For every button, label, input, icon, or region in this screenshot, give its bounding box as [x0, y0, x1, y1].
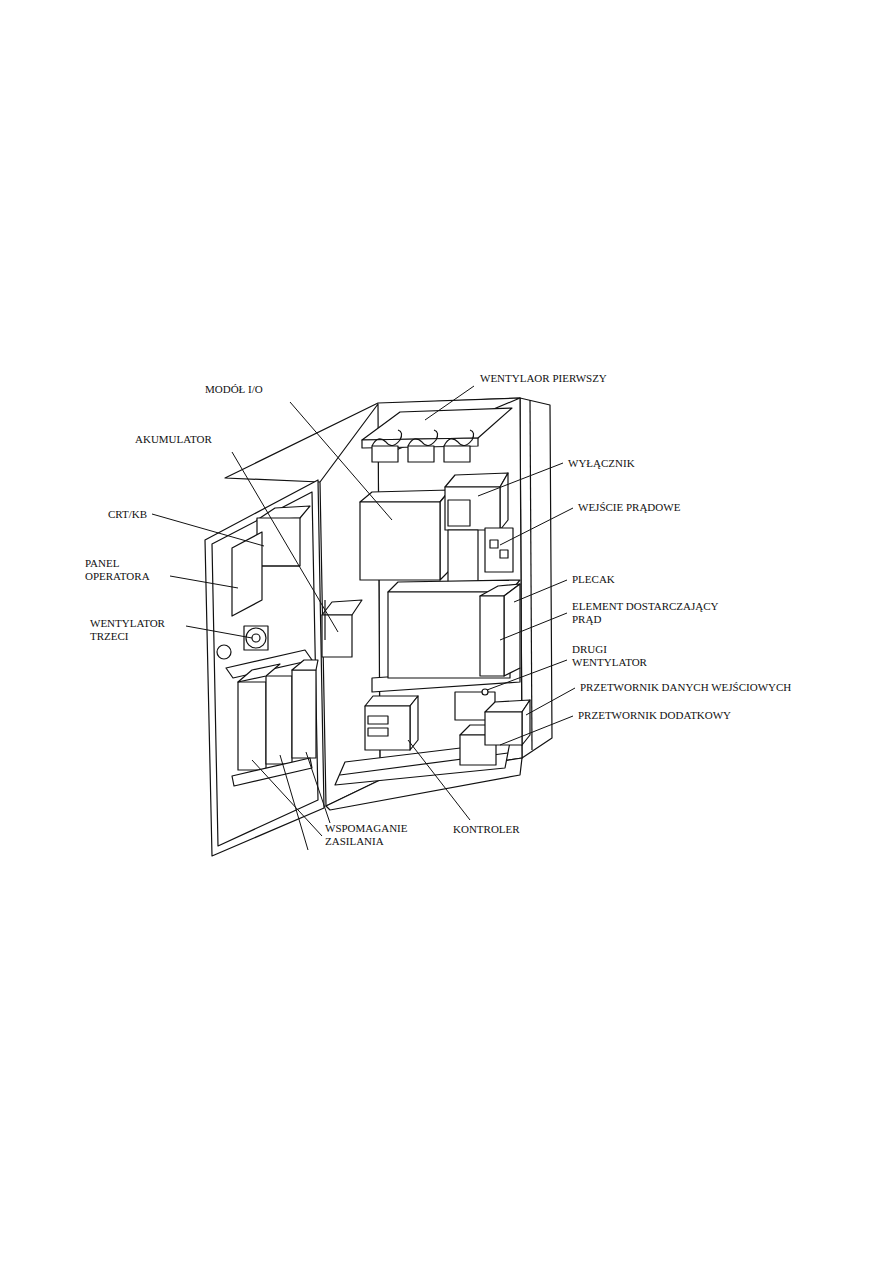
cabinet-door	[238, 664, 280, 682]
internal-components	[388, 592, 510, 678]
fan-one	[372, 430, 402, 446]
internal-components	[368, 728, 388, 736]
internal-components	[490, 540, 498, 548]
internal-components	[500, 550, 508, 558]
part-label: WENTYLAOR PIERWSZY	[480, 372, 607, 385]
cabinet-door	[266, 676, 292, 764]
part-label: PLECAK	[572, 573, 615, 586]
cabinet-door	[238, 682, 266, 770]
internal-components	[365, 706, 410, 750]
internal-components	[445, 473, 508, 487]
fan-one	[408, 446, 434, 462]
cabinet-door	[322, 600, 362, 615]
part-label: PANEL OPERATORA	[85, 557, 167, 583]
part-label: ELEMENT DOSTARCZAJĄCY PRĄD	[572, 600, 742, 626]
cabinet-door	[252, 634, 260, 642]
part-label: WSPOMAGANIE ZASILANIA	[325, 822, 435, 848]
cabinet-door	[205, 480, 324, 856]
fan-one	[362, 408, 512, 462]
leader-lines	[306, 752, 330, 823]
cabinet-door	[324, 600, 325, 640]
leader-lines	[152, 514, 264, 546]
leader-lines	[514, 580, 567, 602]
leader-lines	[252, 760, 322, 836]
cabinet-door	[246, 628, 266, 648]
internal-components	[360, 473, 530, 765]
internal-components	[485, 712, 522, 745]
fan-one	[372, 446, 398, 462]
part-label: PRZETWORNIK DANYCH WEJŚCIOWYCH	[580, 681, 791, 694]
part-label: DRUGI WENTYLATOR	[572, 643, 672, 669]
part-label: MODÓŁ I/O	[205, 383, 263, 396]
part-label: KONTROLER	[453, 823, 520, 836]
cabinet-door	[262, 565, 300, 566]
part-label: WYŁĄCZNIK	[568, 457, 635, 470]
part-label: PRZETWORNIK DODATKOWY	[578, 709, 731, 722]
part-label: AKUMULATOR	[135, 433, 212, 446]
cabinet-door	[292, 660, 318, 670]
leader-lines	[425, 386, 474, 420]
fan-one	[408, 430, 438, 446]
cabinet-door	[292, 670, 316, 758]
internal-components	[448, 500, 470, 526]
leader-lines	[487, 660, 567, 690]
cabinet-door	[205, 480, 362, 856]
cabinet-body	[530, 400, 532, 750]
leader-lines	[500, 716, 573, 745]
leader-lines	[500, 613, 567, 640]
internal-components	[485, 528, 513, 572]
leader-lines	[186, 626, 252, 638]
cabinet-door	[257, 518, 300, 566]
leader-lines	[152, 386, 575, 850]
internal-components	[410, 696, 418, 750]
internal-components	[504, 584, 520, 676]
part-label: CRT/KB	[108, 508, 147, 521]
leader-lines	[170, 576, 238, 588]
internal-components	[360, 502, 440, 580]
leader-lines	[408, 740, 470, 820]
leader-lines	[500, 508, 573, 545]
internal-components	[500, 473, 508, 530]
cabinet-door	[322, 615, 352, 657]
leader-lines	[280, 755, 308, 850]
leader-lines	[526, 688, 575, 715]
leader-lines	[290, 402, 392, 520]
internal-components	[360, 490, 450, 502]
cabinet-door	[217, 645, 231, 659]
internal-components	[445, 487, 500, 530]
internal-components	[448, 530, 478, 585]
fan-one	[444, 446, 470, 462]
fan-one	[444, 430, 474, 446]
internal-components	[522, 700, 530, 745]
leader-lines	[232, 452, 338, 632]
internal-components	[368, 716, 388, 724]
cabinet-door	[244, 626, 268, 650]
cabinet-door	[212, 492, 318, 846]
internal-components	[480, 596, 504, 676]
leader-lines	[478, 463, 563, 496]
part-label: WENTYLATOR TRZECI	[90, 617, 184, 643]
part-label: WEJŚCIE PRĄDOWE	[578, 501, 680, 514]
internal-components	[365, 696, 418, 706]
